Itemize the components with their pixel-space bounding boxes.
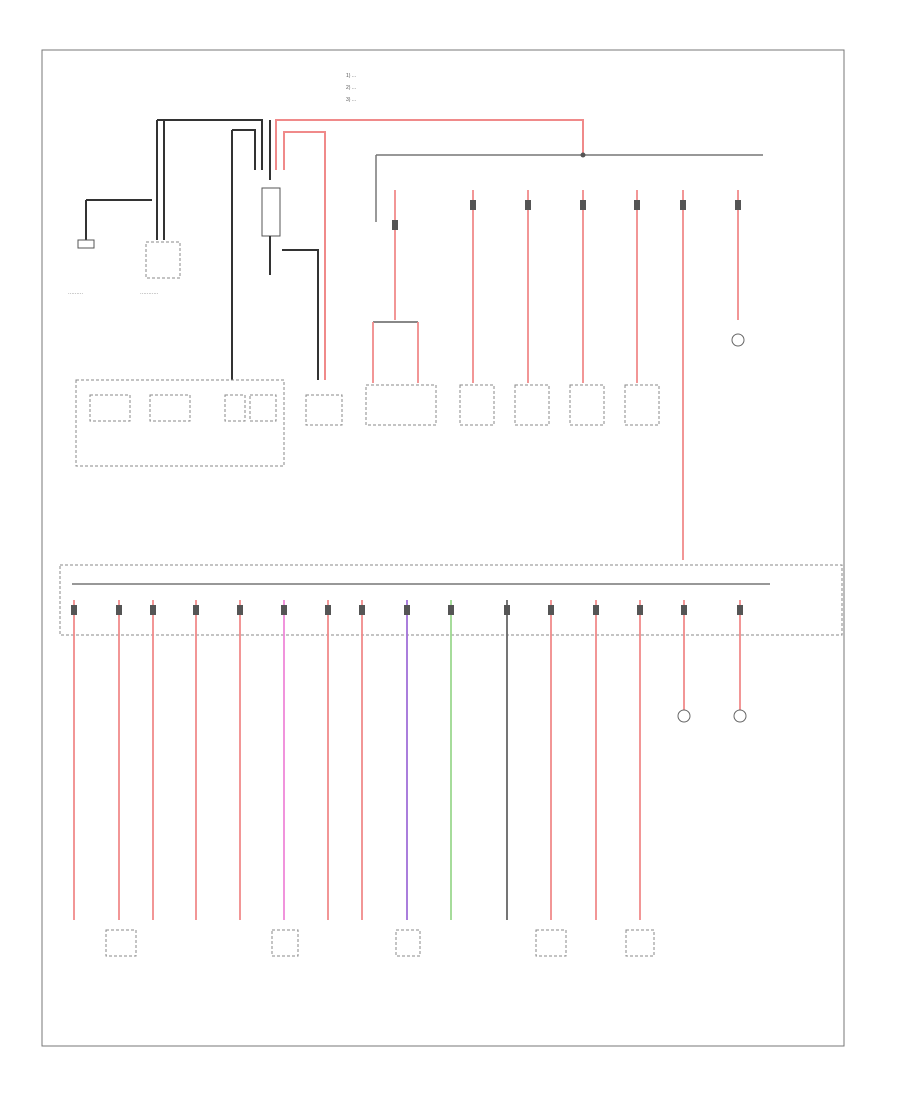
svg-text:·········: ········· (68, 291, 83, 297)
legend-line-3: 3) ... (346, 97, 356, 103)
top-fuses (392, 200, 741, 230)
diagram-frame (41, 49, 845, 1047)
legend-line-1: 1) ... (346, 73, 356, 79)
bottom-fuse-drops (73, 600, 741, 920)
top-red-feed (275, 119, 584, 380)
legend: 1) ... 2) ... 3) ... (346, 73, 356, 103)
top-fuse-bus (375, 152, 763, 222)
bottom-fuses (71, 605, 743, 615)
battery-symbol: ········· (68, 239, 95, 297)
legend-line-2: 2) ... (346, 85, 356, 91)
top-fuse-drops (372, 190, 739, 560)
battery-feed-wires (85, 119, 271, 380)
generator-symbol: ··········· (140, 241, 181, 297)
main-fuse-block (261, 187, 319, 380)
bottom-components (105, 709, 747, 957)
svg-text:···········: ··········· (140, 291, 159, 297)
top-components (75, 333, 745, 467)
